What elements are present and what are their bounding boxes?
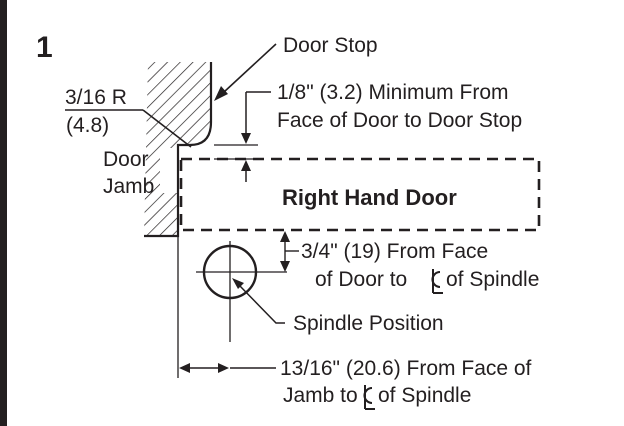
- spindle-face-label-line2b: of Spindle: [446, 268, 539, 291]
- spindle-position-leader: [232, 278, 285, 324]
- clearance-dimension: [214, 91, 271, 182]
- radius-label: 3/16 R: [65, 86, 127, 109]
- door-stop-label: Door Stop: [283, 34, 378, 57]
- spindle-face-dimension: [280, 231, 299, 272]
- radius-metric-label: (4.8): [66, 114, 109, 137]
- radius-leader: [142, 109, 192, 148]
- spindle-face-label-line2a: of Door to: [315, 268, 407, 291]
- jamb-label-line2b: of Spindle: [378, 384, 471, 407]
- jamb-label-line2a: Jamb to: [283, 384, 358, 407]
- clearance-label-line1: 1/8" (3.2) Minimum From: [277, 81, 509, 104]
- clearance-label-line2: Face of Door to Door Stop: [277, 109, 522, 132]
- door-jamb-label-line2: Jamb: [103, 175, 154, 198]
- centerline-symbol-icon: [431, 269, 443, 294]
- jamb-dimension: [177, 236, 276, 378]
- step-number: 1: [36, 31, 53, 64]
- jamb-label-line1: 13/16" (20.6) From Face of: [280, 357, 532, 380]
- centerline-symbol-icon: [363, 385, 375, 410]
- door-stop-leader: [214, 43, 277, 101]
- jamb-profile-line: [144, 62, 213, 238]
- left-border-bar: [0, 0, 7, 426]
- spindle-face-label-line1: 3/4" (19) From Face: [301, 240, 488, 263]
- door-jamb-label-line1: Door: [103, 148, 149, 171]
- door-title: Right Hand Door: [282, 185, 457, 210]
- spindle-position-label: Spindle Position: [293, 312, 444, 335]
